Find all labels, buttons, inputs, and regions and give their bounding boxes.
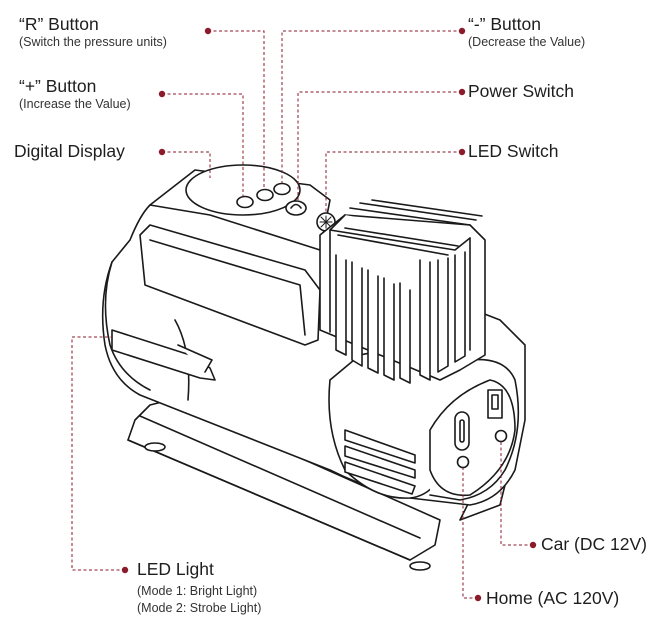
leader-r-button bbox=[208, 30, 265, 190]
led-light-mode2: (Mode 2: Strobe Light) bbox=[137, 601, 262, 615]
plus-button-icon bbox=[236, 195, 254, 209]
led-light-label: LED Light (Mode 1: Bright Light) (Mode 2… bbox=[137, 559, 262, 615]
led-light-title: LED Light bbox=[137, 559, 214, 579]
leader-lines bbox=[71, 30, 533, 599]
leader-led-switch bbox=[325, 151, 462, 212]
led-light-mode1: (Mode 1: Bright Light) bbox=[137, 583, 258, 598]
device-base bbox=[127, 399, 506, 571]
car-label: Car (DC 12V) bbox=[541, 534, 647, 554]
r-button-icon bbox=[256, 188, 274, 202]
dot-led-switch bbox=[458, 148, 466, 156]
plus-button-title: “+” Button bbox=[19, 76, 97, 96]
leader-home bbox=[462, 468, 478, 599]
plus-button-description: (Increase the Value) bbox=[19, 96, 131, 111]
minus-button-label: “-” Button (Decrease the Value) bbox=[468, 14, 586, 49]
dot-power-switch bbox=[458, 88, 466, 96]
minus-button-icon bbox=[273, 182, 291, 196]
callout-dots bbox=[121, 27, 537, 602]
leader-minus-button bbox=[281, 30, 462, 183]
led-switch-label: LED Switch bbox=[468, 141, 559, 161]
air-compressor-illustration bbox=[101, 164, 526, 571]
dot-car bbox=[529, 541, 537, 549]
digital-display-label: Digital Display bbox=[14, 141, 125, 161]
minus-button-title: “-” Button bbox=[468, 14, 541, 34]
dot-plus-button bbox=[158, 90, 166, 98]
dot-led-light bbox=[121, 566, 129, 574]
r-button-title: “R” Button bbox=[19, 14, 99, 34]
plus-button-label: “+” Button (Increase the Value) bbox=[19, 76, 131, 111]
dot-digital-display bbox=[158, 148, 166, 156]
device-end-cap bbox=[328, 351, 520, 501]
r-button-label: “R” Button (Switch the pressure units) bbox=[19, 14, 167, 49]
leader-plus-button bbox=[162, 93, 244, 196]
dot-home bbox=[474, 594, 482, 602]
digital-display-title: Digital Display bbox=[14, 141, 125, 161]
minus-button-description: (Decrease the Value) bbox=[468, 34, 586, 49]
home-label: Home (AC 120V) bbox=[486, 588, 620, 608]
power-switch-label: Power Switch bbox=[468, 81, 575, 101]
leader-car bbox=[500, 441, 533, 546]
car-title: Car (DC 12V) bbox=[541, 534, 647, 554]
dot-minus-button bbox=[458, 27, 466, 35]
power-switch-title: Power Switch bbox=[468, 81, 575, 101]
led-switch-title: LED Switch bbox=[468, 141, 559, 161]
leader-power-switch bbox=[297, 91, 462, 200]
cooling-fins bbox=[319, 199, 486, 384]
home-title: Home (AC 120V) bbox=[486, 588, 620, 608]
r-button-description: (Switch the pressure units) bbox=[19, 34, 167, 49]
dot-r-button bbox=[204, 27, 212, 35]
